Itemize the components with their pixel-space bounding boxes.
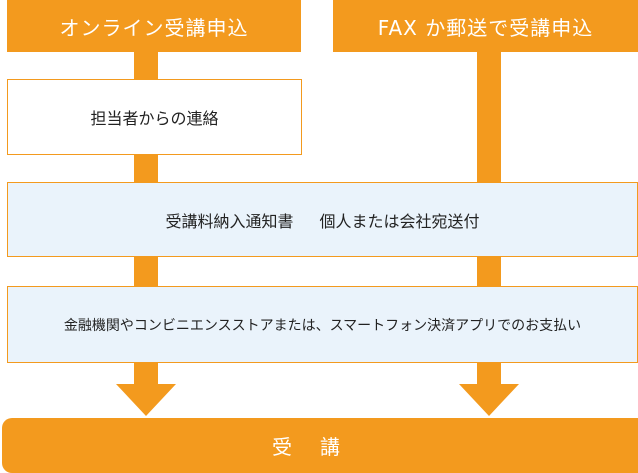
online-application-header: オンライン受講申込: [7, 0, 301, 52]
arrow-down-left-icon: [116, 384, 176, 416]
fax-mail-application-header: FAX か郵送で受講申込: [333, 0, 638, 52]
contact-step-label: 担当者からの連絡: [90, 109, 219, 128]
online-application-label: オンライン受講申込: [59, 15, 249, 40]
attendance-final-box: 受講: [2, 418, 638, 473]
payment-notice-step-box: 受講料納入通知書 個人または会社宛送付: [7, 182, 638, 257]
attendance-label: 受講: [272, 435, 368, 459]
payment-notice-recipient: 個人または会社宛送付: [319, 211, 480, 231]
payment-notice-title: 受講料納入通知書: [165, 211, 294, 231]
fax-mail-application-label: FAX か郵送で受講申込: [377, 15, 594, 40]
payment-step-label: 金融機関やコンビニエンスストアまたは、スマートフォン決済アプリでのお支払い: [63, 317, 582, 334]
payment-step-box: 金融機関やコンビニエンスストアまたは、スマートフォン決済アプリでのお支払い: [7, 286, 638, 363]
contact-step-box: 担当者からの連絡: [7, 79, 302, 155]
arrow-down-right-icon: [459, 384, 519, 416]
